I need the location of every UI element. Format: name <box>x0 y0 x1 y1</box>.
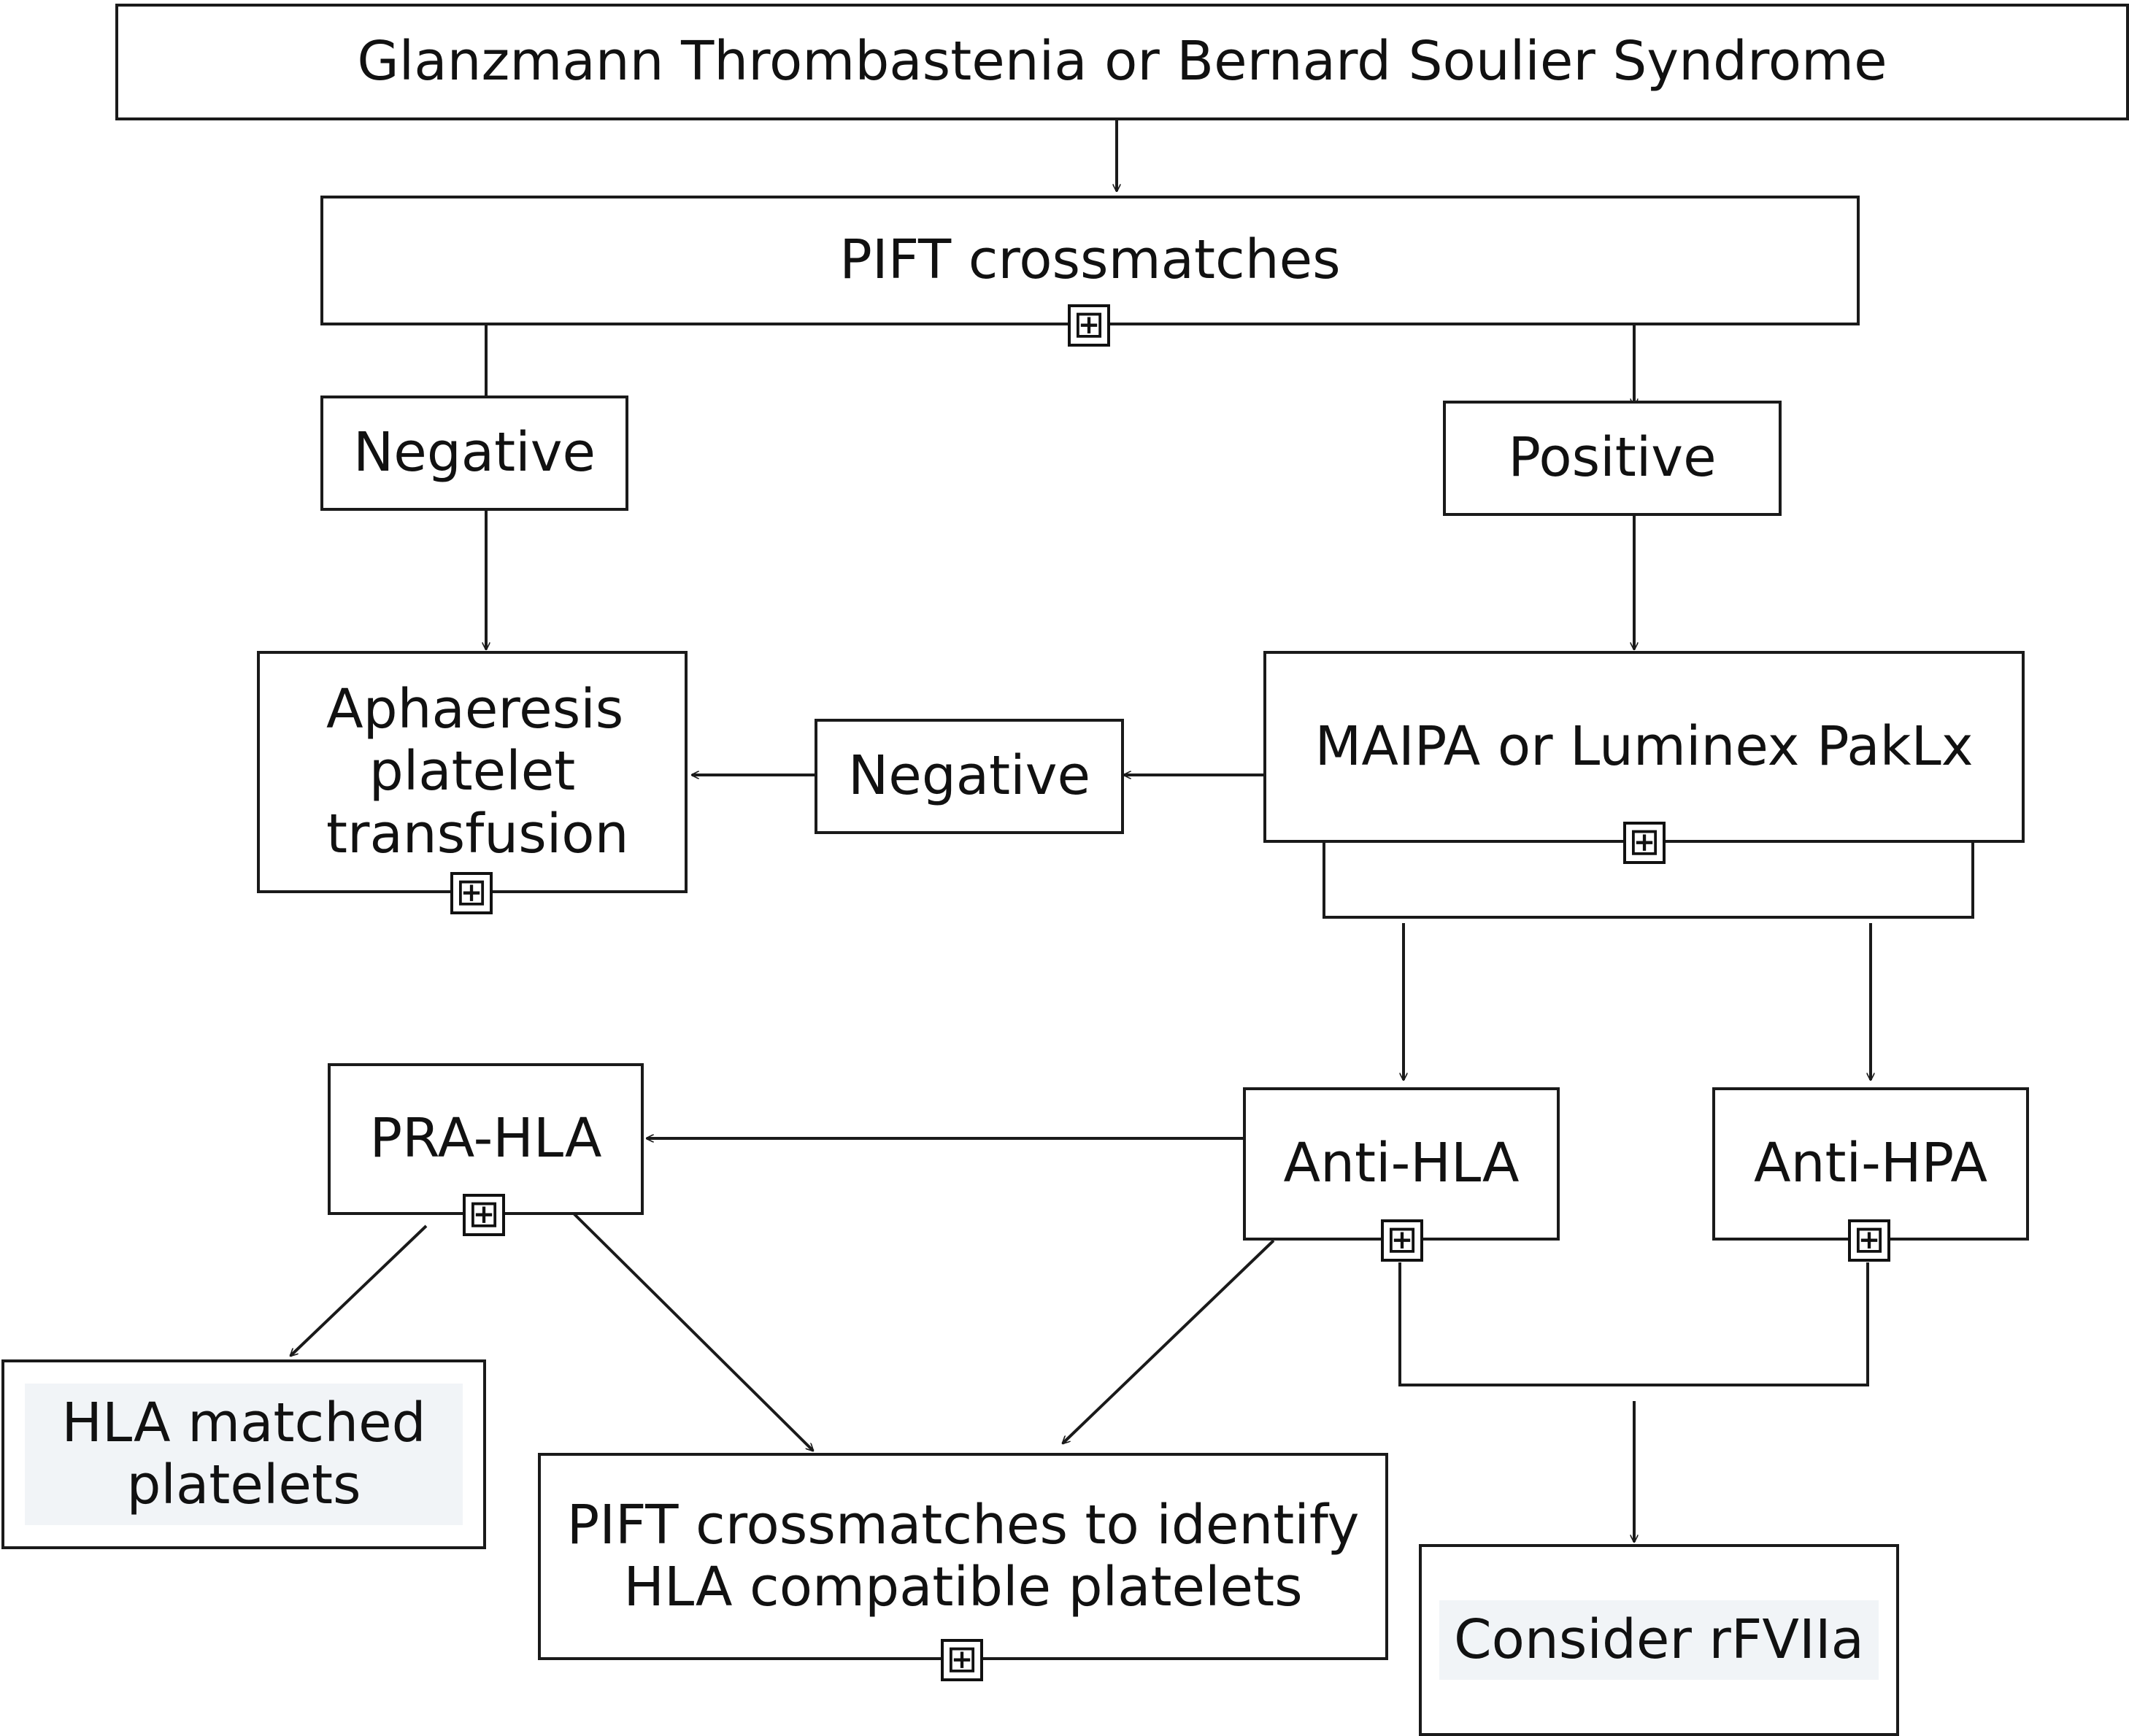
anti-hpa-expand-icon[interactable]: ⊞ <box>1848 1219 1890 1262</box>
start-box: Glanzmann Thrombastenia or Bernard Souli… <box>115 4 2129 120</box>
pift-identify-box: PIFT crossmatches to identify HLA compat… <box>538 1453 1388 1660</box>
maipa-label: MAIPA or Luminex PakLx <box>1314 714 1974 778</box>
maipa-expand-icon[interactable]: ⊞ <box>1623 822 1666 864</box>
bracket-anti-merge <box>1398 1262 1869 1386</box>
aphaeresis-box: Aphaeresis platelet transfusion <box>257 651 688 893</box>
anti-hpa-label: Anti-HPA <box>1754 1132 1987 1195</box>
anti-hpa-box: Anti-HPA <box>1712 1087 2029 1241</box>
consider-rfviia-box: Consider rFVIIa <box>1419 1544 1899 1736</box>
arrow-anti-hla-to-pift-identify <box>1063 1239 1275 1443</box>
negative-label-2: Negative <box>847 744 1091 808</box>
anti-hla-label: Anti-HLA <box>1283 1132 1520 1195</box>
pra-hla-label: PRA-HLA <box>369 1107 602 1170</box>
aphaeresis-expand-icon[interactable]: ⊞ <box>450 872 493 914</box>
pra-hla-box: PRA-HLA <box>328 1063 644 1215</box>
negative-label-1: Negative <box>353 421 596 485</box>
negative-box-2: Negative <box>815 719 1124 834</box>
pift-crossmatches-label: PIFT crossmatches <box>839 228 1341 292</box>
arrow-pra-hla-to-hla-matched <box>290 1224 428 1356</box>
hla-matched-box: HLA matched platelets <box>1 1359 486 1549</box>
hla-matched-label: HLA matched platelets <box>25 1383 463 1526</box>
pift-crossmatches-box: PIFT crossmatches <box>320 196 1860 325</box>
anti-hla-expand-icon[interactable]: ⊞ <box>1381 1219 1423 1262</box>
maipa-box: MAIPA or Luminex PakLx <box>1263 651 2025 843</box>
anti-hla-box: Anti-HLA <box>1243 1087 1560 1241</box>
positive-label: Positive <box>1508 426 1717 490</box>
pift-expand-icon[interactable]: ⊞ <box>1068 304 1110 347</box>
pift-identify-label: PIFT crossmatches to identify HLA compat… <box>566 1493 1360 1619</box>
bracket-maipa-split <box>1323 841 1974 919</box>
aphaeresis-label: Aphaeresis platelet transfusion <box>326 678 629 865</box>
consider-rfviia-label: Consider rFVIIa <box>1439 1600 1879 1681</box>
arrow-pra-hla-to-pift-identify <box>571 1211 813 1451</box>
negative-box-1: Negative <box>320 396 628 511</box>
positive-box: Positive <box>1443 401 1782 516</box>
pift-identify-expand-icon[interactable]: ⊞ <box>941 1639 983 1681</box>
start-label: Glanzmann Thrombastenia or Bernard Souli… <box>357 30 1887 93</box>
pra-hla-expand-icon[interactable]: ⊞ <box>463 1194 505 1236</box>
